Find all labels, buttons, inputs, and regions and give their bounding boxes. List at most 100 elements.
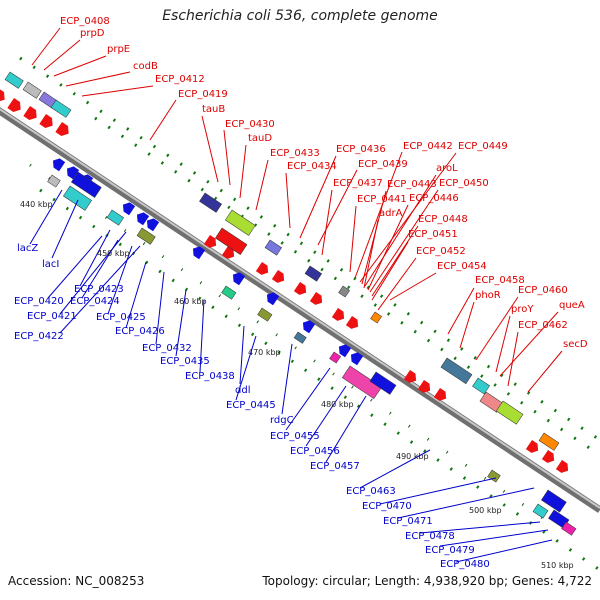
leader-line: [155, 271, 165, 345]
leader-line: [363, 219, 379, 289]
gene-label[interactable]: ECP_0439: [358, 159, 408, 170]
leader-line: [455, 539, 553, 563]
gene-label[interactable]: ECP_0426: [115, 326, 165, 337]
gene-label[interactable]: adrA: [379, 208, 403, 219]
gene-label[interactable]: ECP_0438: [185, 371, 235, 382]
gene-label[interactable]: ECP_0446: [409, 193, 459, 204]
leader-line: [201, 115, 219, 183]
leader-line: [369, 189, 439, 293]
gene-label[interactable]: queA: [559, 300, 585, 311]
forward-gene-arrow: [541, 450, 555, 463]
leader-line: [305, 385, 347, 447]
gene-label[interactable]: ECP_0430: [225, 119, 275, 130]
gene-label[interactable]: aroL: [436, 163, 458, 174]
gene-label[interactable]: lacI: [42, 259, 59, 270]
gene-label[interactable]: ECP_0451: [408, 229, 458, 240]
gene-label[interactable]: ECP_0452: [416, 246, 466, 257]
gene-label[interactable]: ddl: [235, 385, 250, 396]
gene-label[interactable]: ECP_0419: [178, 89, 228, 100]
gene-label[interactable]: ECP_0478: [405, 531, 455, 542]
forward-gene-arrow: [433, 388, 447, 401]
gene-block: [472, 377, 491, 395]
gene-label[interactable]: ECP_0480: [440, 559, 490, 570]
gene-label[interactable]: ECP_0450: [439, 178, 489, 189]
gene-label[interactable]: rdgC: [270, 415, 294, 426]
forward-gene-arrow: [255, 262, 269, 275]
gene-label[interactable]: ECP_0454: [437, 261, 487, 272]
gene-label[interactable]: ECP_0408: [60, 16, 110, 27]
bottom-strand-labels: lacZ lacI ECP_0423 ECP_0420 ECP_0424 ECP…: [14, 243, 490, 570]
reverse-gene-arrow: [66, 166, 80, 180]
gene-label[interactable]: ECP_0471: [383, 516, 433, 527]
gene-label[interactable]: ECP_0449: [458, 141, 508, 152]
gene-block: [329, 351, 342, 364]
gene-label[interactable]: ECP_0441: [357, 194, 407, 205]
leader-line: [325, 395, 367, 463]
leader-line: [107, 245, 133, 315]
gene-label[interactable]: ECP_0448: [418, 214, 468, 225]
leader-line: [281, 343, 293, 415]
gene-block: [4, 71, 24, 89]
gene-label[interactable]: ECP_0455: [270, 431, 320, 442]
gene-label[interactable]: lacZ: [17, 243, 38, 254]
gene-label[interactable]: prpD: [80, 28, 105, 39]
leader-line: [527, 350, 563, 393]
leader-line: [389, 272, 437, 301]
leader-line: [354, 151, 403, 279]
gene-block: [257, 307, 273, 322]
gene-block: [264, 239, 283, 256]
gene-label[interactable]: codB: [133, 61, 158, 72]
forward-gene-arrow: [293, 282, 307, 295]
forward-gene-arrow: [55, 122, 69, 136]
gene-label[interactable]: ECP_0443: [387, 179, 437, 190]
leader-line: [439, 529, 549, 547]
reverse-gene-arrow: [266, 292, 280, 306]
leader-line: [47, 235, 103, 299]
gene-label[interactable]: ECP_0445: [226, 400, 276, 411]
gene-label[interactable]: ECP_0412: [155, 74, 205, 85]
reverse-gene-arrow: [350, 352, 364, 366]
leader-line: [359, 152, 457, 283]
gene-label[interactable]: ECP_0434: [287, 161, 337, 172]
gene-label[interactable]: tauD: [248, 133, 272, 144]
gene-label[interactable]: ECP_0442: [403, 141, 453, 152]
kbp-label: 450 kbp: [97, 249, 130, 258]
gene-label[interactable]: ECP_0422: [14, 331, 64, 342]
gene-label[interactable]: ECP_0436: [336, 144, 386, 155]
leader-line: [397, 487, 535, 519]
gene-label[interactable]: ECP_0420: [14, 296, 64, 307]
gene-label[interactable]: ECP_0421: [27, 311, 77, 322]
gene-label[interactable]: secD: [563, 339, 588, 350]
gene-label[interactable]: phoR: [475, 290, 501, 301]
leader-line: [199, 299, 205, 373]
kbp-label: 460 kbp: [174, 297, 207, 306]
gene-label[interactable]: ECP_0424: [70, 296, 120, 307]
gene-label[interactable]: tauB: [202, 104, 225, 115]
gene-block: [338, 285, 351, 298]
genome-backbone: [0, 107, 600, 513]
gene-label[interactable]: ECP_0463: [346, 486, 396, 497]
forward-gene-arrow: [0, 88, 5, 102]
gene-label[interactable]: ECP_0479: [425, 545, 475, 556]
gene-label[interactable]: ECP_0425: [96, 312, 146, 323]
reverse-gene-arrow: [232, 272, 246, 286]
gene-block: [532, 503, 549, 519]
gene-label[interactable]: ECP_0458: [475, 275, 525, 286]
gene-label[interactable]: ECP_0462: [518, 320, 568, 331]
leader-line: [285, 172, 291, 229]
label-leader-lines: [29, 27, 563, 563]
leader-line: [239, 144, 247, 199]
gene-label[interactable]: ECP_0432: [142, 343, 192, 354]
gene-label[interactable]: ECP_0457: [310, 461, 360, 472]
gene-label[interactable]: ECP_0437: [333, 178, 383, 189]
gene-label[interactable]: ECP_0435: [160, 356, 210, 367]
gene-label[interactable]: ECP_0460: [518, 285, 568, 296]
gene-label[interactable]: proY: [511, 304, 534, 315]
gene-label[interactable]: ECP_0470: [362, 501, 412, 512]
gene-label[interactable]: prpE: [107, 44, 130, 55]
gene-label[interactable]: ECP_0456: [290, 446, 340, 457]
gene-block: [215, 227, 248, 255]
gene-label[interactable]: ECP_0433: [270, 148, 320, 159]
gene-label[interactable]: ECP_0423: [74, 284, 124, 295]
leader-line: [447, 287, 475, 335]
